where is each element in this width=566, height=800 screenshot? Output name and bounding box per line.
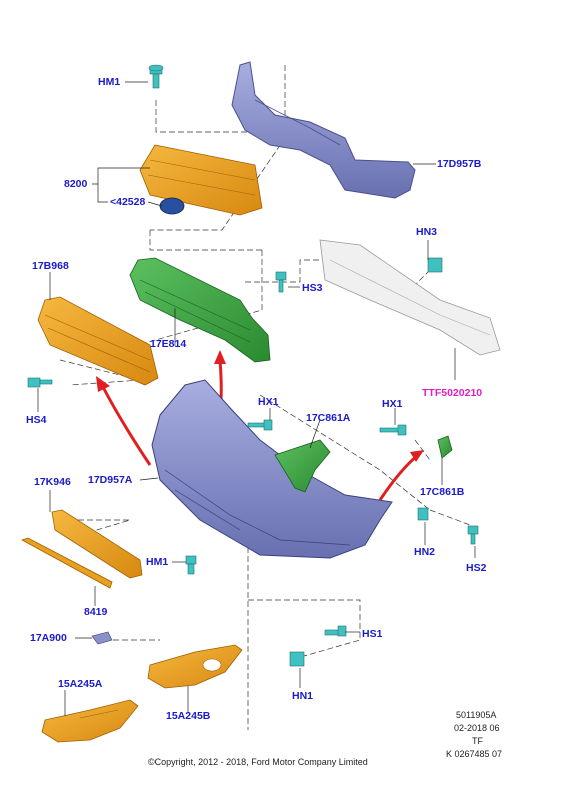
label-8200: 8200: [64, 178, 88, 190]
front-bumper-cover-17d957a: [151, 379, 393, 559]
fastener-hs4-icon: [27, 377, 53, 388]
label-17e814: 17E814: [150, 338, 187, 350]
label-8419: 8419: [84, 606, 108, 618]
fastener-hs3-icon: [275, 271, 287, 293]
lower-grille-17b968: [37, 296, 159, 386]
bracket-17c861a: [274, 439, 331, 493]
upper-grille-8200: [139, 144, 263, 216]
label-ttf5020210: TTF5020210: [422, 387, 483, 399]
label-17k946: 17K946: [34, 476, 71, 488]
label-hn1: HN1: [292, 690, 314, 702]
label-hs4: HS4: [26, 414, 47, 426]
label-hs3: HS3: [302, 282, 323, 294]
copyright-notice: ©Copyright, 2012 - 2018, Ford Motor Comp…: [148, 757, 368, 767]
label-hm1-top: HM1: [98, 76, 121, 88]
energy-absorber-17e814: [129, 257, 271, 363]
label-leaders: [37, 81, 476, 716]
bracket-17c861b: [437, 435, 453, 459]
label-hs2: HS2: [466, 562, 487, 574]
doc-date: 02-2018 06: [454, 723, 500, 733]
trim-strip-8419: [21, 537, 113, 589]
fastener-hm1-top-icon: [148, 64, 164, 89]
label-hn2: HN2: [414, 546, 436, 558]
fog-lamp-bezel-15a245a: [41, 699, 139, 743]
grille-insert-17k946: [51, 509, 143, 579]
label-hs1: HS1: [362, 628, 383, 640]
label-17d957a: 17D957A: [88, 474, 133, 486]
label-15a245b: 15A245B: [166, 710, 211, 722]
label-17c861a: 17C861A: [306, 412, 351, 424]
fastener-hs1-icon: [324, 625, 347, 637]
label-17b968: 17B968: [32, 260, 69, 272]
fastener-hx1-left-icon: [247, 419, 273, 431]
label-17a900: 17A900: [30, 632, 67, 644]
doc-code: TF: [472, 736, 483, 746]
label-15a245a: 15A245A: [58, 678, 103, 690]
cover-17a900-icon: [91, 631, 113, 645]
reinforcement-beam-ttf5020210: [319, 239, 501, 356]
fastener-hs2-icon: [467, 525, 479, 545]
red-arrowheads: [96, 350, 424, 462]
fastener-hm1-bottom-icon: [185, 555, 197, 575]
label-hm1-bottom: HM1: [146, 556, 169, 568]
upper-bumper-cover-17d957b: [231, 61, 416, 199]
fastener-hn2-icon: [417, 507, 429, 521]
fastener-hx1-right-icon: [379, 424, 407, 436]
label-hx1-left: HX1: [258, 396, 279, 408]
doc-ref: K 0267485 07: [446, 749, 503, 759]
fastener-hn1-icon: [289, 651, 305, 667]
doc-id: 5011905A: [456, 710, 497, 720]
label-17c861b: 17C861B: [420, 486, 465, 498]
label-17d957b: 17D957B: [437, 158, 482, 170]
ford-emblem-icon: [159, 197, 185, 215]
label-42528: <42528: [110, 196, 146, 208]
label-hn3: HN3: [416, 226, 438, 238]
fog-lamp-bezel-15a245b: [147, 644, 243, 689]
label-hx1-right: HX1: [382, 398, 403, 410]
fastener-hn3-icon: [427, 257, 443, 273]
